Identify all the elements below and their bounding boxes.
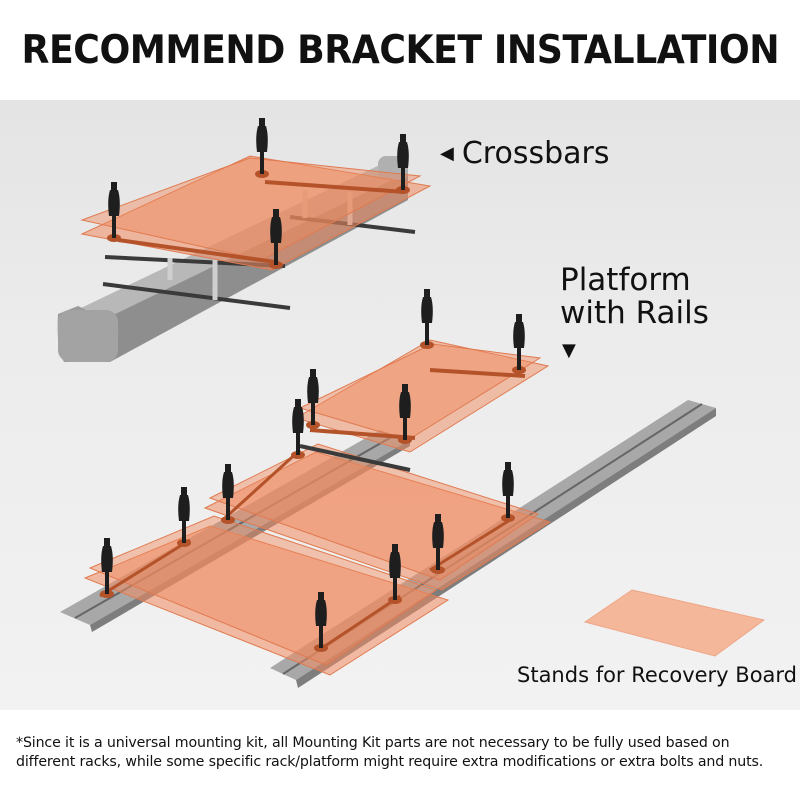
page-title: RECOMMEND BRACKET INSTALLATION: [21, 27, 779, 73]
arrow-down-icon: ▼: [562, 340, 576, 361]
footer: *Since it is a universal mounting kit, a…: [0, 710, 800, 800]
stands-label: Stands for Recovery Board: [517, 663, 798, 687]
disclaimer-note: *Since it is a universal mounting kit, a…: [16, 734, 792, 772]
platform-label-line1: Platform: [560, 262, 691, 298]
crossbars-label-text: Crossbars: [461, 136, 610, 171]
mounting-knob: [512, 314, 526, 374]
crossbars-label: ◀ Crossbars: [440, 136, 609, 171]
installation-illustration: ◀ Crossbars Platform with Rails ▼ Stands…: [0, 100, 800, 710]
mounting-knob: [107, 182, 121, 242]
header: RECOMMEND BRACKET INSTALLATION: [0, 0, 800, 100]
mounting-knob: [306, 369, 320, 429]
bracket-diagram-svg: [57, 118, 766, 688]
mounting-knob: [221, 464, 235, 524]
arrow-left-icon: ◀: [440, 143, 454, 164]
mounting-knob: [501, 462, 515, 522]
mounting-knob: [431, 514, 445, 574]
mounting-knob: [177, 487, 191, 547]
platform-label-line2: with Rails: [560, 295, 709, 331]
mounting-knob: [100, 538, 114, 598]
stand-board: [583, 589, 766, 657]
disclaimer-line-1: *Since it is a universal mounting kit, a…: [16, 735, 730, 751]
mounting-knob: [398, 384, 412, 444]
mounting-knob: [420, 289, 434, 349]
mounting-knob: [291, 399, 305, 459]
mounting-knob: [388, 544, 402, 604]
mounting-knob: [314, 592, 328, 652]
disclaimer-line-2: different racks, while some specific rac…: [16, 754, 764, 770]
platform-boards: [83, 339, 552, 676]
mounting-knob: [396, 134, 410, 194]
mounting-knob: [255, 118, 269, 178]
crossbars-board: [80, 155, 432, 271]
mounting-knob: [269, 209, 283, 269]
platform-label: Platform with Rails ▼: [560, 262, 709, 362]
